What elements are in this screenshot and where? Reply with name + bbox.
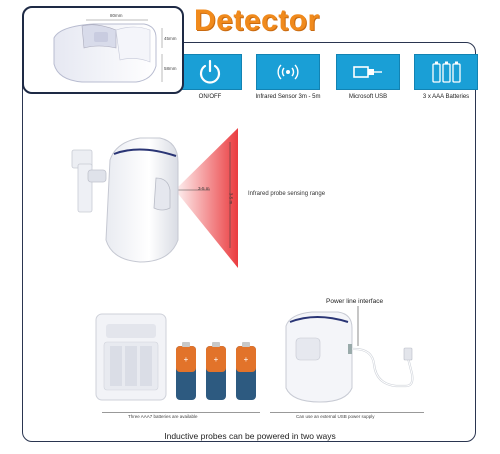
usb-caption-divider xyxy=(270,412,424,413)
svg-text:+: + xyxy=(184,355,189,364)
infrared-beam xyxy=(175,128,238,268)
feature-on-off: ON/OFF xyxy=(176,54,244,100)
infrared-sensor-icon xyxy=(256,54,320,90)
aaa-battery: + xyxy=(176,342,196,400)
svg-text:+: + xyxy=(214,355,219,364)
sensing-range-label: Infrared probe sensing range xyxy=(248,191,326,197)
svg-text:+: + xyxy=(244,355,249,364)
feature-label-usb: Microsoft USB xyxy=(348,94,388,100)
bottom-caption: Inductive probes can be powered in two w… xyxy=(164,431,336,441)
power-line-label: Power line interface xyxy=(326,298,384,305)
vertical-range-tag: 3-5 m xyxy=(228,192,234,205)
aaa-battery: + xyxy=(236,342,256,400)
batteries-icon xyxy=(414,54,478,90)
aaa-battery: + xyxy=(206,342,226,400)
horizontal-range-tag: 3-5 m xyxy=(198,186,210,191)
page-title: Detector xyxy=(194,4,320,37)
usb-powered-detector-illustration xyxy=(285,306,414,403)
dim-depth-label: 45mm xyxy=(164,36,177,41)
battery-caption-divider xyxy=(102,412,260,413)
battery-illustration: + + + xyxy=(95,313,256,401)
feature-infrared: Infrared Sensor 3m - 5m xyxy=(254,54,322,100)
dim-width-label: 80mm xyxy=(110,13,123,18)
battery-caption: Three AAA7 batteries are available xyxy=(128,414,198,419)
detector-main-illustration xyxy=(71,128,238,268)
feature-label-on-off: ON/OFF xyxy=(198,94,222,100)
dim-height-label: 58mm xyxy=(164,66,177,71)
power-icon xyxy=(178,54,242,90)
thumbnail-detector-drawing xyxy=(53,19,163,83)
feature-usb: Microsoft USB xyxy=(334,54,402,100)
usb-icon xyxy=(336,54,400,90)
feature-label-batteries: 3 x AAA Batteries xyxy=(422,94,470,100)
usb-caption: Can use an external USB power supply xyxy=(296,414,375,419)
product-thumbnail: 80mm 45mm 58mm xyxy=(22,6,184,94)
feature-label-infrared: Infrared Sensor 3m - 5m xyxy=(255,94,321,100)
feature-batteries: 3 x AAA Batteries xyxy=(412,54,480,100)
